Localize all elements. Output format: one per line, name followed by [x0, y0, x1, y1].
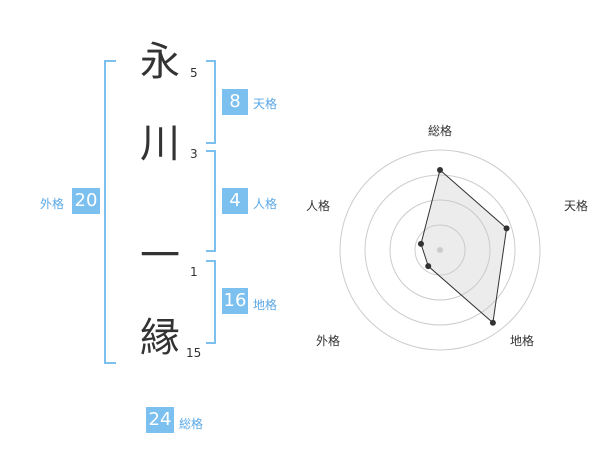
tenkaku-value-badge: 8 — [222, 89, 248, 115]
tenkaku-bracket — [206, 60, 216, 144]
name-char-4: 縁 — [140, 315, 180, 361]
gaikaku-label: 外格 — [40, 197, 65, 211]
name-char-1: 永 — [140, 39, 180, 85]
radar-data-point — [503, 225, 510, 232]
jinkaku-value-badge: 4 — [222, 188, 248, 214]
radar-grid-ring — [339, 149, 541, 351]
radar-data-polygon — [420, 169, 508, 324]
radar-data-point — [437, 167, 443, 173]
radar-data-point — [417, 240, 424, 247]
radar-grid-ring — [364, 174, 516, 326]
chikaku-bracket — [206, 260, 216, 344]
soukaku-value-badge: 24 — [146, 407, 174, 433]
tenkaku-label: 天格 — [253, 97, 278, 111]
radar-axis-label: 人格 — [306, 198, 330, 213]
stroke-count-2: 3 — [190, 147, 198, 161]
gaikaku-value-badge: 20 — [72, 188, 100, 214]
radar-axis-label: 総格 — [428, 123, 452, 138]
radar-data-point — [489, 319, 496, 326]
chikaku-value-badge: 16 — [222, 288, 248, 314]
radar-axis-label: 外格 — [316, 333, 340, 348]
radar-data-point — [425, 263, 432, 270]
radar-center-dot — [437, 247, 443, 253]
radar-axis-label: 地格 — [510, 333, 534, 348]
name-char-2: 川 — [140, 121, 180, 167]
jinkaku-bracket — [206, 150, 216, 252]
stroke-count-1: 5 — [190, 66, 198, 80]
name-char-3: 一 — [140, 233, 180, 279]
stroke-count-3: 1 — [190, 265, 198, 279]
radar-axis-label: 天格 — [564, 198, 588, 213]
radar-grid-ring — [414, 224, 466, 276]
soukaku-label: 総格 — [179, 417, 204, 431]
radar-grid-ring — [389, 199, 491, 301]
jinkaku-label: 人格 — [253, 197, 278, 211]
stroke-count-4: 15 — [186, 346, 202, 360]
chikaku-label: 地格 — [253, 298, 278, 312]
gaikaku-bracket — [104, 60, 116, 364]
